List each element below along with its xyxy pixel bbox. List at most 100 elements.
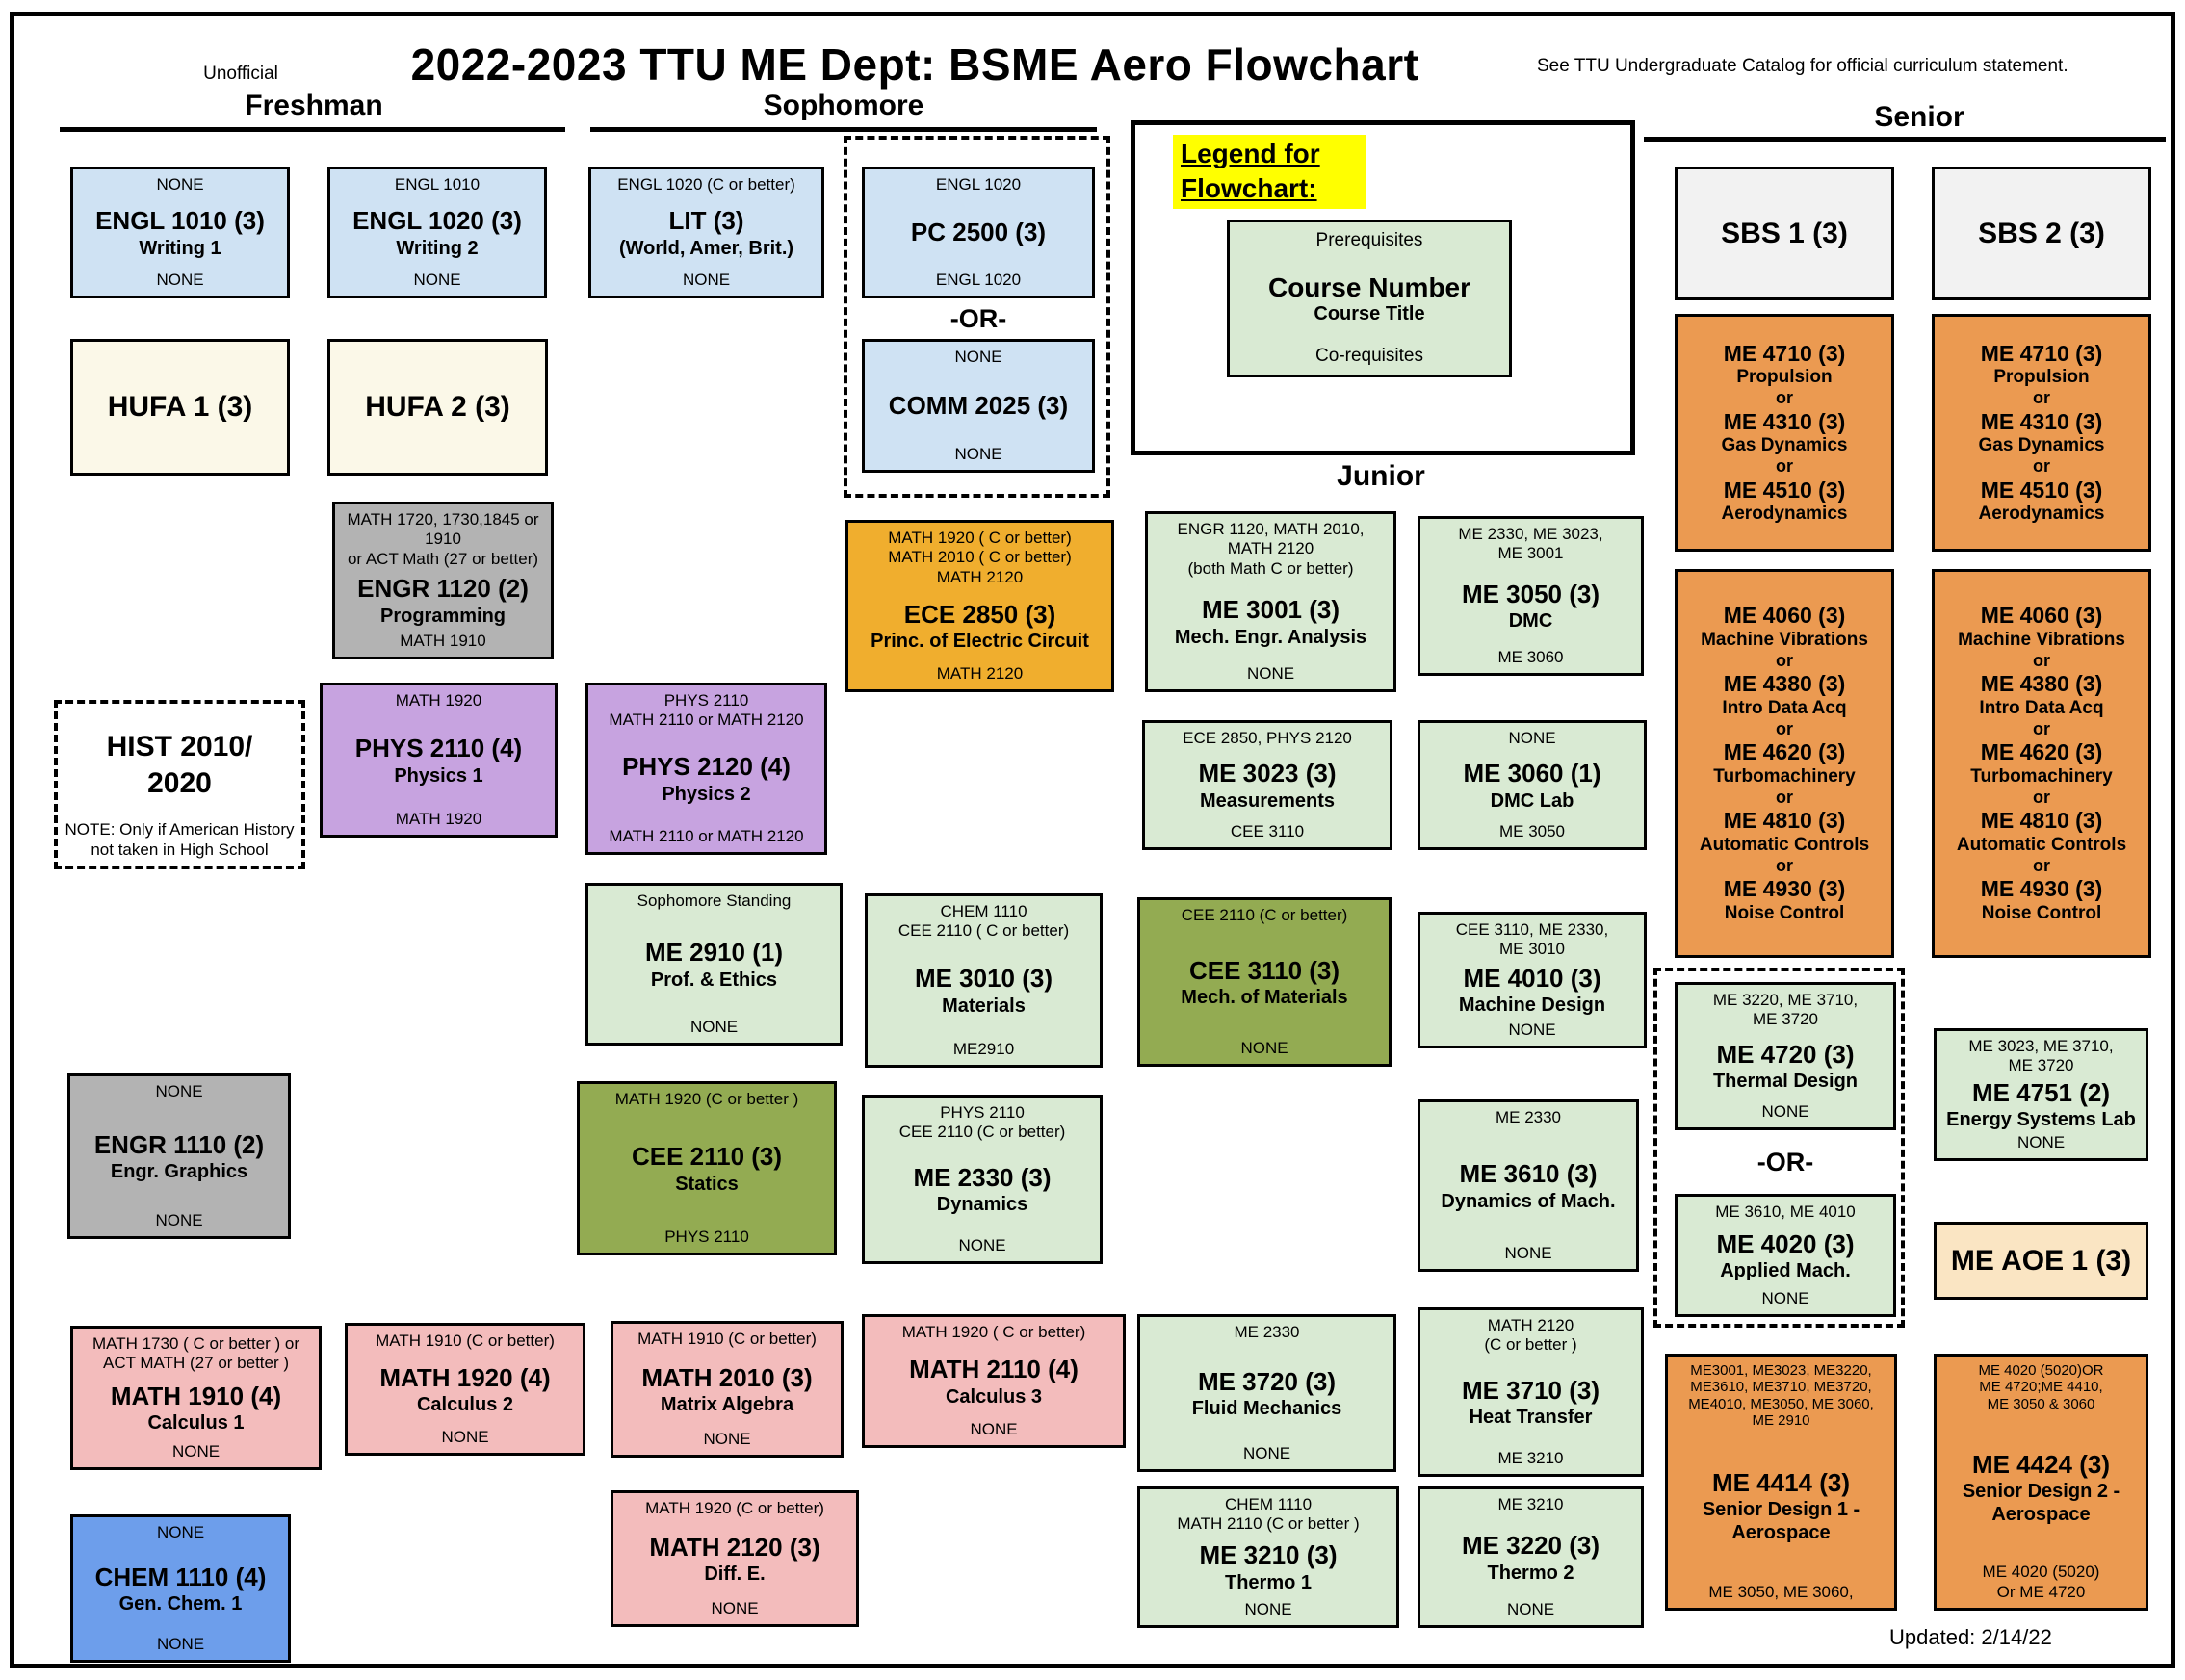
math-2110-co-line: NONE — [970, 1419, 1018, 1438]
me-4414-co: ME 3050, ME 3060, — [1672, 1583, 1890, 1602]
engr-1110-co: NONE — [74, 1211, 284, 1230]
lit-pre: ENGL 1020 (C or better) — [595, 175, 818, 194]
me-4414-pre-line: ME4010, ME3050, ME 3060, — [1688, 1395, 1874, 1412]
me-4710-group-b-main-line: ME 4710 (3) — [1980, 340, 2103, 366]
math-1920-co-line: NONE — [441, 1427, 489, 1446]
me-2330-pre-line: PHYS 2110 — [940, 1103, 1025, 1122]
me-3710-co: ME 3210 — [1424, 1449, 1637, 1468]
phys-2120-pre-line: PHYS 2110 — [663, 691, 749, 710]
engr-1120-pre-line: or ACT Math (27 or better) — [347, 549, 539, 568]
unofficial-label: Unofficial — [203, 64, 278, 84]
phys-2110-main: PHYS 2110 (4)Physics 1 — [326, 733, 551, 788]
math-1910-main-line: Calculus 1 — [147, 1412, 245, 1434]
pc-comm-or-group — [844, 136, 1110, 498]
math-1920-co: NONE — [351, 1428, 579, 1447]
me-3001-main-line: Mech. Engr. Analysis — [1174, 626, 1367, 648]
me-4424-pre-line: ME 4720;ME 4410, — [1979, 1379, 2103, 1396]
pc-2500-co: ENGL 1020 — [869, 271, 1088, 290]
me-3001-pre-line: (both Math C or better) — [1187, 558, 1354, 578]
me-2910-main-line: ME 2910 (1) — [644, 938, 784, 968]
sbs-1-main-line: SBS 1 (3) — [1721, 217, 1848, 249]
math-1910-pre-line: MATH 1730 ( C or better ) or — [91, 1334, 300, 1353]
lit-main-line: LIT (3) — [668, 206, 744, 236]
ece-2850-main-line: ECE 2850 (3) — [903, 599, 1056, 629]
me-4060-group-b-main-line: Turbomachinery — [1970, 765, 2113, 787]
me-4751-pre-line: ME 3023, ME 3710, — [1968, 1037, 2114, 1055]
me-4710-group-a-main-line: ME 4510 (3) — [1723, 477, 1846, 503]
column-underline-senior — [1644, 137, 2166, 142]
math-1920-pre: MATH 1910 (C or better) — [351, 1331, 579, 1351]
me-4414-co-line: ME 3050, ME 3060, — [1708, 1582, 1854, 1601]
me-4010-pre-line: CEE 3110, ME 2330, — [1455, 920, 1609, 939]
course-box-me-3001: ENGR 1120, MATH 2010,MATH 2120(both Math… — [1145, 511, 1396, 692]
engr-1110-main: ENGR 1110 (2)Engr. Graphics — [74, 1129, 284, 1184]
me-4414-pre-line: ME 2910 — [1752, 1411, 1810, 1429]
me-4060-group-a-main-line: Turbomachinery — [1713, 765, 1856, 787]
pc-2500-main-line: PC 2500 (3) — [910, 218, 1047, 247]
me-3001-main-line: ME 3001 (3) — [1201, 595, 1340, 625]
ece-2850-pre-line: MATH 1920 ( C or better) — [888, 529, 1072, 547]
legend-title-line1: Legend for — [1181, 139, 1320, 168]
chem-1110-co-line: NONE — [156, 1634, 205, 1653]
math-2110-pre: MATH 1920 ( C or better) — [869, 1323, 1119, 1342]
me-2330-pre-line: CEE 2110 (C or better) — [898, 1123, 1066, 1142]
engl-1010-main: ENGL 1010 (3)Writing 1 — [77, 205, 283, 260]
me-4710-group-b-main-line: ME 4310 (3) — [1980, 408, 2103, 434]
me-3710-pre-line: MATH 2120 — [1487, 1316, 1574, 1334]
course-box-math-2010: MATH 1910 (C or better)MATH 2010 (3)Matr… — [611, 1321, 844, 1458]
hufa-1-main: HUFA 1 (3) — [77, 389, 283, 426]
cee-3110-main-line: CEE 3110 (3) — [1188, 955, 1340, 985]
me-3610-pre-line: ME 2330 — [1495, 1108, 1562, 1126]
course-box-hufa-1: HUFA 1 (3) — [70, 339, 290, 476]
me-3060-main-line: ME 3060 (1) — [1463, 759, 1601, 788]
me-4414-pre: ME3001, ME3023, ME3220,ME3610, ME3710, M… — [1672, 1362, 1890, 1429]
math-1920-main-line: MATH 1920 (4) — [379, 1362, 551, 1392]
column-underline-freshman — [60, 127, 565, 132]
me-3720-co: NONE — [1144, 1444, 1390, 1463]
course-box-ece-2850: MATH 1920 ( C or better)MATH 2010 ( C or… — [845, 520, 1114, 692]
engl-1020-main-line: ENGL 1020 (3) — [352, 206, 522, 236]
engl-1010-pre-line: NONE — [156, 175, 204, 194]
me-2910-main: ME 2910 (1)Prof. & Ethics — [592, 937, 836, 992]
me-4710-group-a-main-line: Gas Dynamics — [1721, 435, 1848, 456]
me-3050-pre-line: ME 3001 — [1497, 544, 1564, 563]
engl-1020-pre-line: ENGL 1010 — [394, 175, 481, 194]
me-4751-co: NONE — [1940, 1133, 2142, 1152]
me-3050-co-line: ME 3060 — [1497, 647, 1564, 666]
hufa-1-main-line: HUFA 1 (3) — [107, 391, 253, 424]
math-2120-pre: MATH 1920 (C or better) — [617, 1499, 852, 1518]
me-3710-co-line: ME 3210 — [1497, 1448, 1564, 1467]
cee-3110-pre-line: CEE 2110 (C or better) — [1181, 906, 1348, 924]
cee-2110-main: CEE 2110 (3)Statics — [584, 1141, 830, 1196]
hist-2010-2020-co-line: NOTE: Only if American History not taken… — [65, 820, 295, 859]
course-box-math-2110: MATH 1920 ( C or better)MATH 2110 (4)Cal… — [862, 1314, 1126, 1448]
me-4060-group-a-main-line: or — [1776, 787, 1793, 807]
me-3023-co-line: CEE 3110 — [1230, 821, 1305, 840]
me-3210-main-line: Thermo 1 — [1224, 1571, 1313, 1593]
legend-course-title-label: Course Title — [1314, 302, 1425, 324]
me-3720-main-line: Fluid Mechanics — [1191, 1398, 1342, 1420]
me-3220-pre-line: ME 3210 — [1497, 1495, 1564, 1513]
ece-2850-pre-line: MATH 2120 — [936, 567, 1024, 586]
me-4414-main-line: Senior Design 1 - Aerospace — [1702, 1499, 1860, 1544]
me-3220-pre: ME 3210 — [1424, 1495, 1637, 1514]
lit-pre-line: ENGL 1020 (C or better) — [617, 175, 795, 194]
comm-2025-co: NONE — [869, 445, 1088, 464]
phys-2110-main-line: PHYS 2110 (4) — [354, 734, 523, 763]
me-2330-main-line: Dynamics — [936, 1194, 1028, 1216]
me-2330-main-line: ME 2330 (3) — [913, 1162, 1052, 1192]
me-4710-group-b-main-line: Propulsion — [1993, 367, 2090, 388]
me-4020-main-line: Applied Mach. — [1720, 1260, 1851, 1282]
engl-1020-main: ENGL 1020 (3)Writing 2 — [334, 205, 540, 260]
me-3010-main-line: Materials — [942, 995, 1026, 1017]
me-4060-group-a-main-line: ME 4060 (3) — [1723, 603, 1846, 629]
sbs-1-main: SBS 1 (3) — [1681, 216, 1887, 252]
me-4060-group-a-main-line: or — [1776, 855, 1793, 875]
